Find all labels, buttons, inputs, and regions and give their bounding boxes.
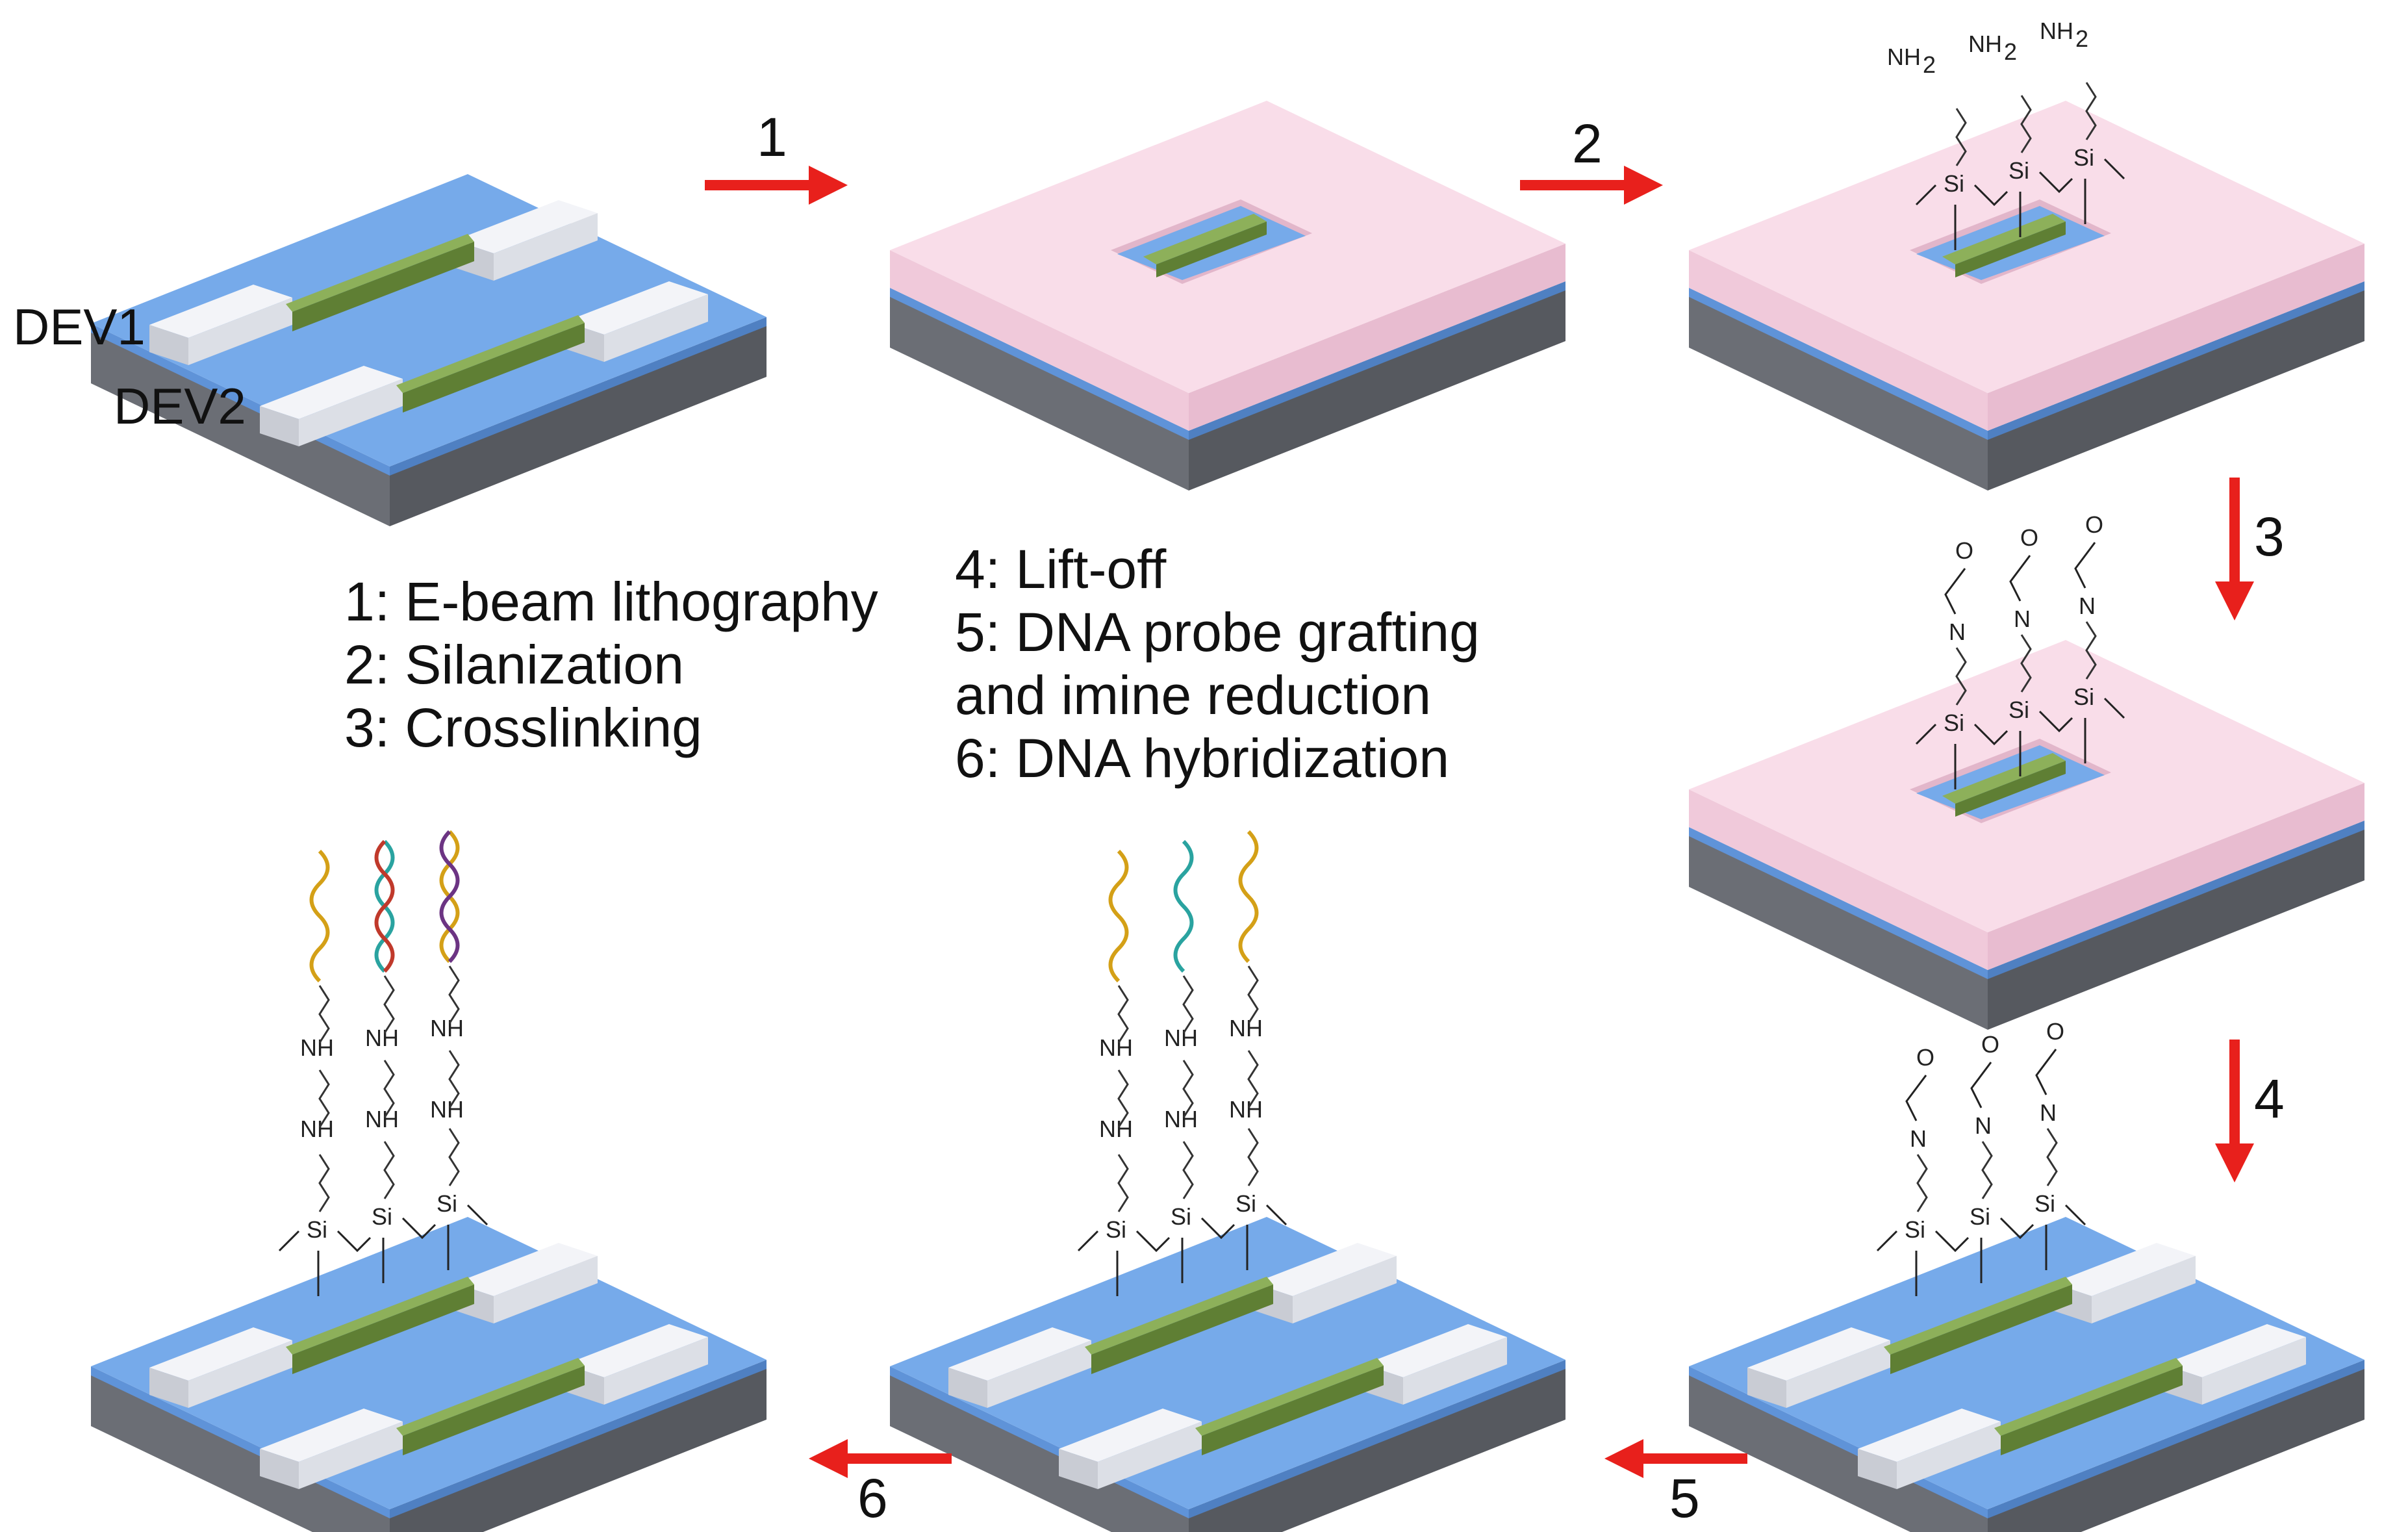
svg-text:2: 2 xyxy=(2075,25,2088,52)
svg-text:NH: NH xyxy=(300,1034,334,1061)
svg-text:O: O xyxy=(2085,511,2103,538)
svg-text:NH: NH xyxy=(1887,44,1921,70)
legend-left: 1: E-beam lithography 2: Silanization 3:… xyxy=(344,571,878,758)
step-number-1: 1 xyxy=(757,107,787,168)
svg-text:N: N xyxy=(1949,619,1966,645)
svg-text:Si: Si xyxy=(372,1203,392,1230)
svg-text:NH: NH xyxy=(1164,1025,1198,1051)
chip-lithography xyxy=(890,101,1565,491)
svg-text:NH: NH xyxy=(1099,1116,1133,1142)
legend-item-6: 6: DNA hybridization xyxy=(955,728,1449,789)
chip-dna-probe: Si Si Si NH NH NH NH NH NH xyxy=(890,830,1565,1532)
svg-text:Si: Si xyxy=(2073,683,2094,710)
chip-initial xyxy=(91,174,767,526)
dna-probe-strands xyxy=(1108,830,1259,983)
svg-text:NH: NH xyxy=(1164,1106,1198,1132)
legend-item-4: 4: Lift-off xyxy=(955,539,1167,600)
step-number-6: 6 xyxy=(857,1468,888,1529)
svg-text:NH: NH xyxy=(430,1015,464,1041)
legend-item-3: 3: Crosslinking xyxy=(344,697,702,758)
svg-text:N: N xyxy=(1975,1112,1992,1139)
silane-molecules xyxy=(1915,158,2125,250)
legend-item-1: 1: E-beam lithography xyxy=(344,571,878,632)
legend-item-5: 5: DNA probe grafting xyxy=(955,602,1480,663)
svg-text:O: O xyxy=(1955,537,1973,564)
svg-text:NH: NH xyxy=(2040,18,2073,44)
svg-text:N: N xyxy=(2079,593,2096,619)
svg-text:Si: Si xyxy=(1970,1203,1990,1230)
chip-lift-off: Si Si Si N N N O O O xyxy=(1689,1018,2364,1532)
chip-hybridization: Si Si Si NH NH NH NH NH NH xyxy=(91,830,767,1532)
step-number-4: 4 xyxy=(2254,1068,2285,1129)
step-arrow-4 xyxy=(2215,1040,2254,1182)
svg-text:2: 2 xyxy=(1923,51,1936,78)
svg-text:Si: Si xyxy=(1944,709,1964,736)
svg-text:NH: NH xyxy=(430,1096,464,1123)
svg-text:NH: NH xyxy=(1099,1034,1133,1061)
svg-text:Si: Si xyxy=(2009,157,2029,184)
svg-text:N: N xyxy=(2040,1099,2057,1126)
svg-text:O: O xyxy=(1981,1031,1999,1058)
svg-text:NH: NH xyxy=(1229,1096,1263,1123)
svg-text:NH: NH xyxy=(365,1106,399,1132)
svg-text:O: O xyxy=(1916,1044,1934,1071)
svg-text:NH: NH xyxy=(365,1025,399,1051)
step-number-5: 5 xyxy=(1669,1468,1700,1529)
legend-item-5b: and imine reduction xyxy=(955,665,1431,726)
step-number-2: 2 xyxy=(1572,113,1603,174)
legend-right: 4: Lift-off 5: DNA probe grafting and im… xyxy=(955,539,1480,789)
svg-text:Si: Si xyxy=(307,1216,327,1243)
svg-text:N: N xyxy=(1910,1125,1927,1152)
chip-crosslinking: Si Si Si N N N O O O xyxy=(1689,511,2364,1030)
dev2-label: DEV2 xyxy=(114,377,246,435)
svg-text:Si: Si xyxy=(1905,1216,1925,1243)
svg-text:O: O xyxy=(2046,1018,2064,1045)
svg-text:NH: NH xyxy=(1229,1015,1263,1041)
svg-text:O: O xyxy=(2020,524,2038,551)
svg-text:Si: Si xyxy=(2034,1190,2055,1217)
step-number-3: 3 xyxy=(2254,506,2285,567)
svg-text:2: 2 xyxy=(2004,38,2017,65)
svg-text:Si: Si xyxy=(2009,696,2029,723)
svg-text:NH: NH xyxy=(300,1116,334,1142)
svg-text:Si: Si xyxy=(2073,144,2094,171)
step-arrow-1 xyxy=(705,166,848,205)
step-arrow-3 xyxy=(2215,478,2254,620)
svg-text:Si: Si xyxy=(1236,1190,1256,1217)
legend-item-2: 2: Silanization xyxy=(344,634,684,695)
dev1-label: DEV1 xyxy=(13,298,146,355)
svg-text:NH: NH xyxy=(1968,31,2002,57)
dna-hybrid-strands xyxy=(309,830,460,983)
svg-text:N: N xyxy=(2014,606,2031,632)
svg-text:Si: Si xyxy=(437,1190,457,1217)
svg-text:Si: Si xyxy=(1171,1203,1191,1230)
svg-text:Si: Si xyxy=(1106,1216,1126,1243)
svg-text:Si: Si xyxy=(1944,170,1964,197)
